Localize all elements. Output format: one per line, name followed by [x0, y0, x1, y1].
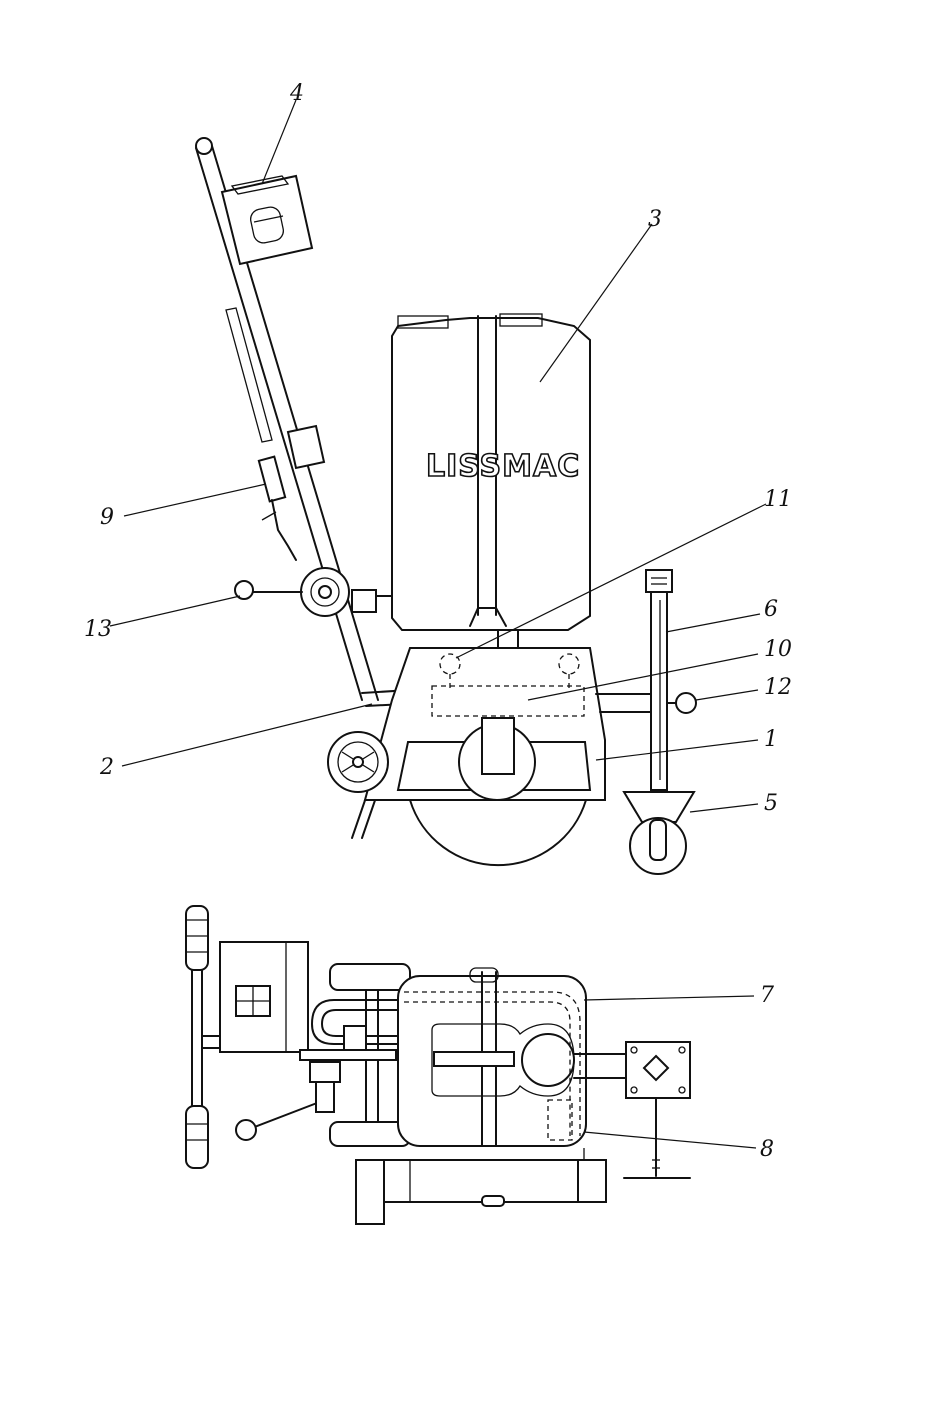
rear-wheel — [328, 732, 388, 792]
callout-3: 3 — [648, 207, 662, 232]
callout-4: 4 — [289, 81, 304, 106]
blade-housing — [365, 648, 605, 800]
front-caster — [624, 792, 694, 874]
top-view — [186, 906, 690, 1224]
front-rail — [596, 694, 656, 712]
side-view: LISSMAC — [196, 138, 696, 874]
power-plug — [259, 457, 296, 560]
callout-1: 1 — [764, 727, 778, 752]
callout-7: 7 — [760, 983, 774, 1008]
depth-column — [646, 570, 696, 790]
depth-plate-top — [624, 1042, 690, 1178]
callout-9: 9 — [100, 505, 114, 530]
tank-top — [398, 968, 586, 1146]
callout-10: 10 — [764, 637, 792, 662]
callout-13: 13 — [84, 617, 112, 642]
callout-12: 12 — [764, 675, 792, 700]
cable-guide — [226, 308, 324, 468]
brand-label: LISSMAC — [426, 449, 580, 484]
callout-2: 2 — [99, 755, 114, 780]
callout-5: 5 — [764, 791, 778, 816]
switch-box-top — [220, 942, 308, 1052]
housing-top — [356, 1148, 606, 1224]
callout-11: 11 — [764, 487, 792, 512]
valve-assembly — [235, 568, 396, 616]
water-tank: LISSMAC — [392, 314, 590, 648]
callout-6: 6 — [764, 597, 778, 622]
callout-8: 8 — [760, 1137, 774, 1162]
switch-box — [222, 176, 312, 264]
wheel-axle — [300, 964, 410, 1146]
cutting-blade — [410, 800, 586, 865]
